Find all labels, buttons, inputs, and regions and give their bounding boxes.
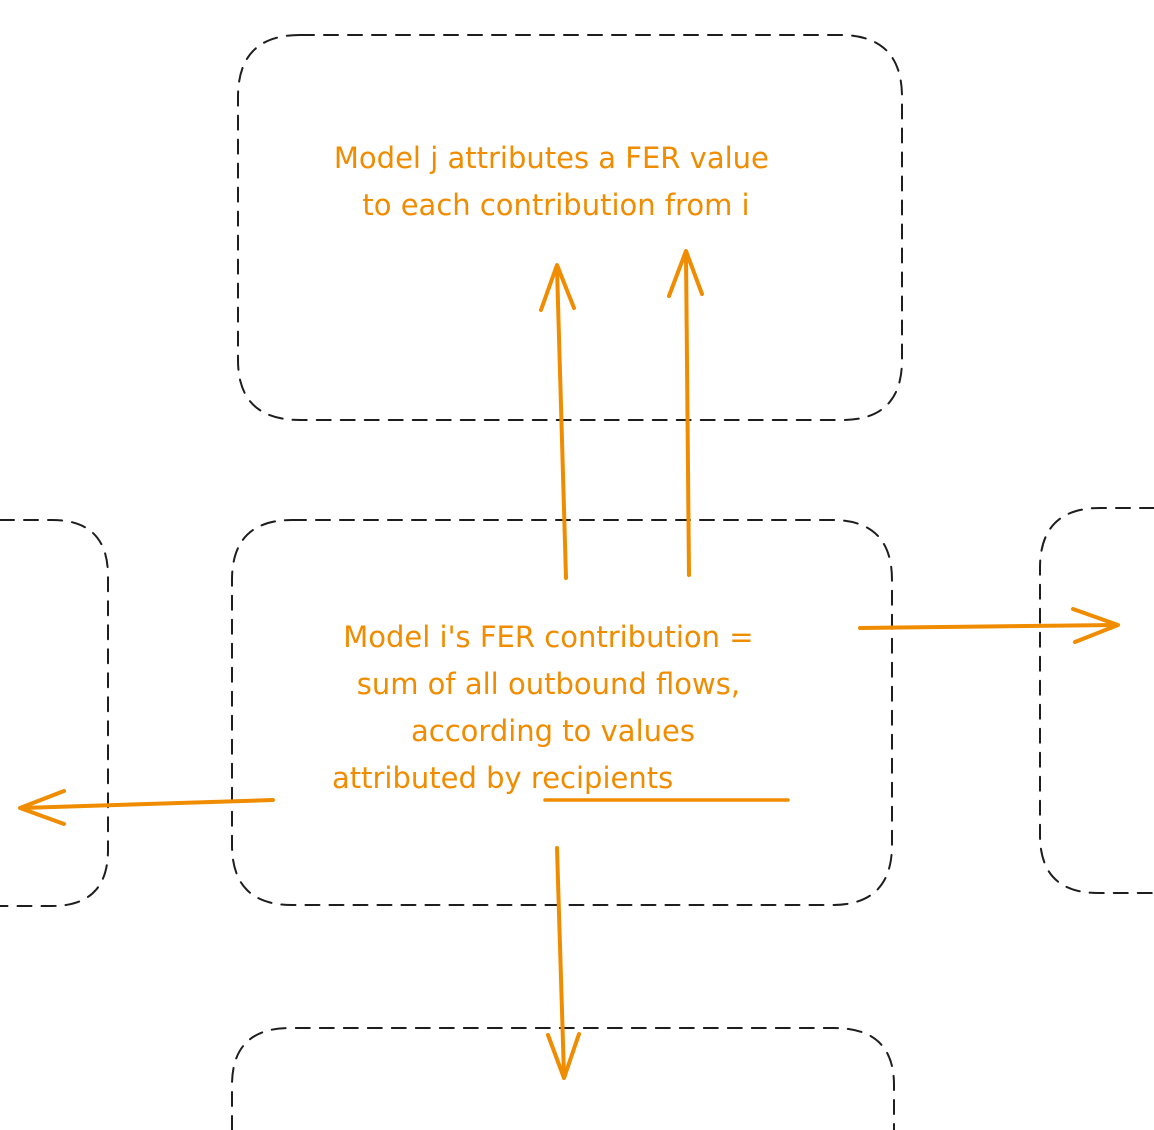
center-box-line-1: Model i's FER contribution = [343, 620, 753, 654]
arrow-down [546, 846, 581, 1080]
arrow-right [858, 607, 1120, 644]
arrow-up-left [539, 263, 576, 580]
center-box-text: Model i's FER contribution = sum of all … [343, 620, 763, 748]
center-box-line-4: attributed by recipients [332, 761, 673, 795]
top-box-line-1: Model j attributes a FER value [334, 141, 769, 175]
arrow-left [18, 789, 275, 826]
right-partial-box[interactable] [1039, 507, 1154, 894]
center-box-line-4-prefix: attributed [332, 761, 486, 795]
center-box-line-2: sum of all outbound flows, [357, 667, 740, 701]
center-box-border [231, 519, 893, 906]
center-box-line-3: according to values [411, 714, 695, 748]
arrow-up-right [667, 249, 704, 577]
top-box-line-2: to each contribution from i [362, 188, 749, 222]
top-box-text: Model j attributes a FER value to each c… [334, 141, 778, 222]
top-box-model-j[interactable]: Model j attributes a FER value to each c… [237, 34, 903, 421]
center-box-model-i[interactable]: Model i's FER contribution = sum of all … [231, 519, 893, 906]
left-partial-box[interactable] [0, 519, 109, 907]
center-box-line-4-emphasis: by recipients [486, 761, 673, 795]
top-box-border [237, 34, 903, 421]
